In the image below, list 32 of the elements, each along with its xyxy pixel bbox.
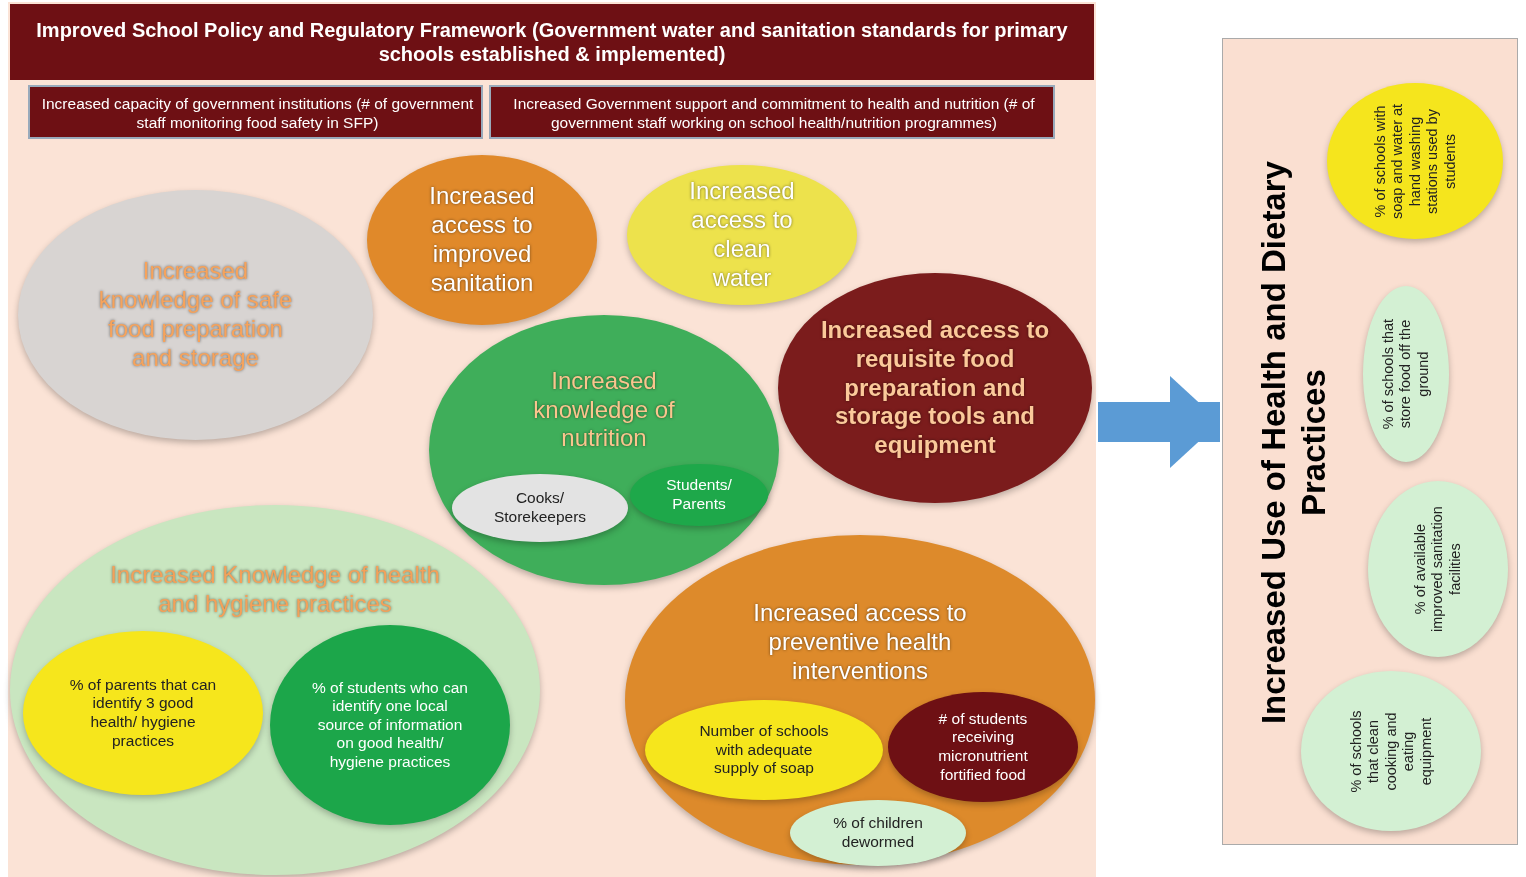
panel-background (8, 2, 1096, 877)
indicator-text: Students/ Parents (665, 476, 733, 514)
indicator-text: Cooks/ Storekeepers (492, 489, 588, 527)
block-arrow (1098, 376, 1220, 468)
indicator-text: % of schools with soap and water at hand washing stations used by students (1371, 103, 1459, 219)
indicator-text: Increased Government support and commitment to health and nutrition (# of government staff working on school health/nutrition programmes) (512, 95, 1036, 133)
outcome-text: Increased access to improved sanitation (428, 182, 536, 298)
indicator-ellipse (1363, 286, 1449, 462)
outcome-text: Increased access to preventive health interventions (752, 599, 968, 686)
indicator-text: Number of schools with adequate supply of soap (698, 722, 830, 778)
heading: Improved School Policy and Regulatory Framework (Government water and sanitation standards for primary schools established & implemented) (35, 18, 1069, 66)
outcome-text: Increased knowledge of safe food preparation and storage (97, 257, 294, 373)
indicator-ellipse (790, 800, 966, 866)
indicator-text: % of schools that store food off the ground (1379, 317, 1432, 432)
outcome-text: Increased access to requisite food preparation and storage tools and equipment (819, 316, 1051, 460)
outcome-text: Increased knowledge of nutrition (532, 366, 676, 454)
heading: Increased Use of Health and Dietary Practices (1253, 160, 1332, 726)
indicator-text: # of students receiving micronutrient fortified food (937, 709, 1029, 785)
outcome-text: Increased access to clean water (688, 177, 796, 293)
indicator-text: Increased capacity of government institutions (# of government staff monitoring food safety in SFP) (40, 95, 475, 133)
result-panel (1222, 38, 1518, 845)
outcome-text: Increased Knowledge of health and hygiene practices (110, 561, 440, 619)
indicator-box (489, 85, 1055, 139)
indicator-text: % of children dewormed (832, 814, 924, 852)
indicator-ellipse (630, 464, 768, 526)
title-banner (10, 4, 1094, 80)
indicator-ellipse (452, 474, 628, 542)
indicator-text: % of parents that can identify 3 good health/ hygiene practices (68, 675, 218, 751)
indicator-text: % of available improved sanitation facilities (1411, 505, 1464, 634)
indicator-text: % of schools that clean cooking and eating equipment (1347, 708, 1435, 795)
indicator-text: % of students who can identify one local source of information on good health/ hygiene practices (311, 678, 469, 772)
indicator-box (28, 85, 483, 139)
